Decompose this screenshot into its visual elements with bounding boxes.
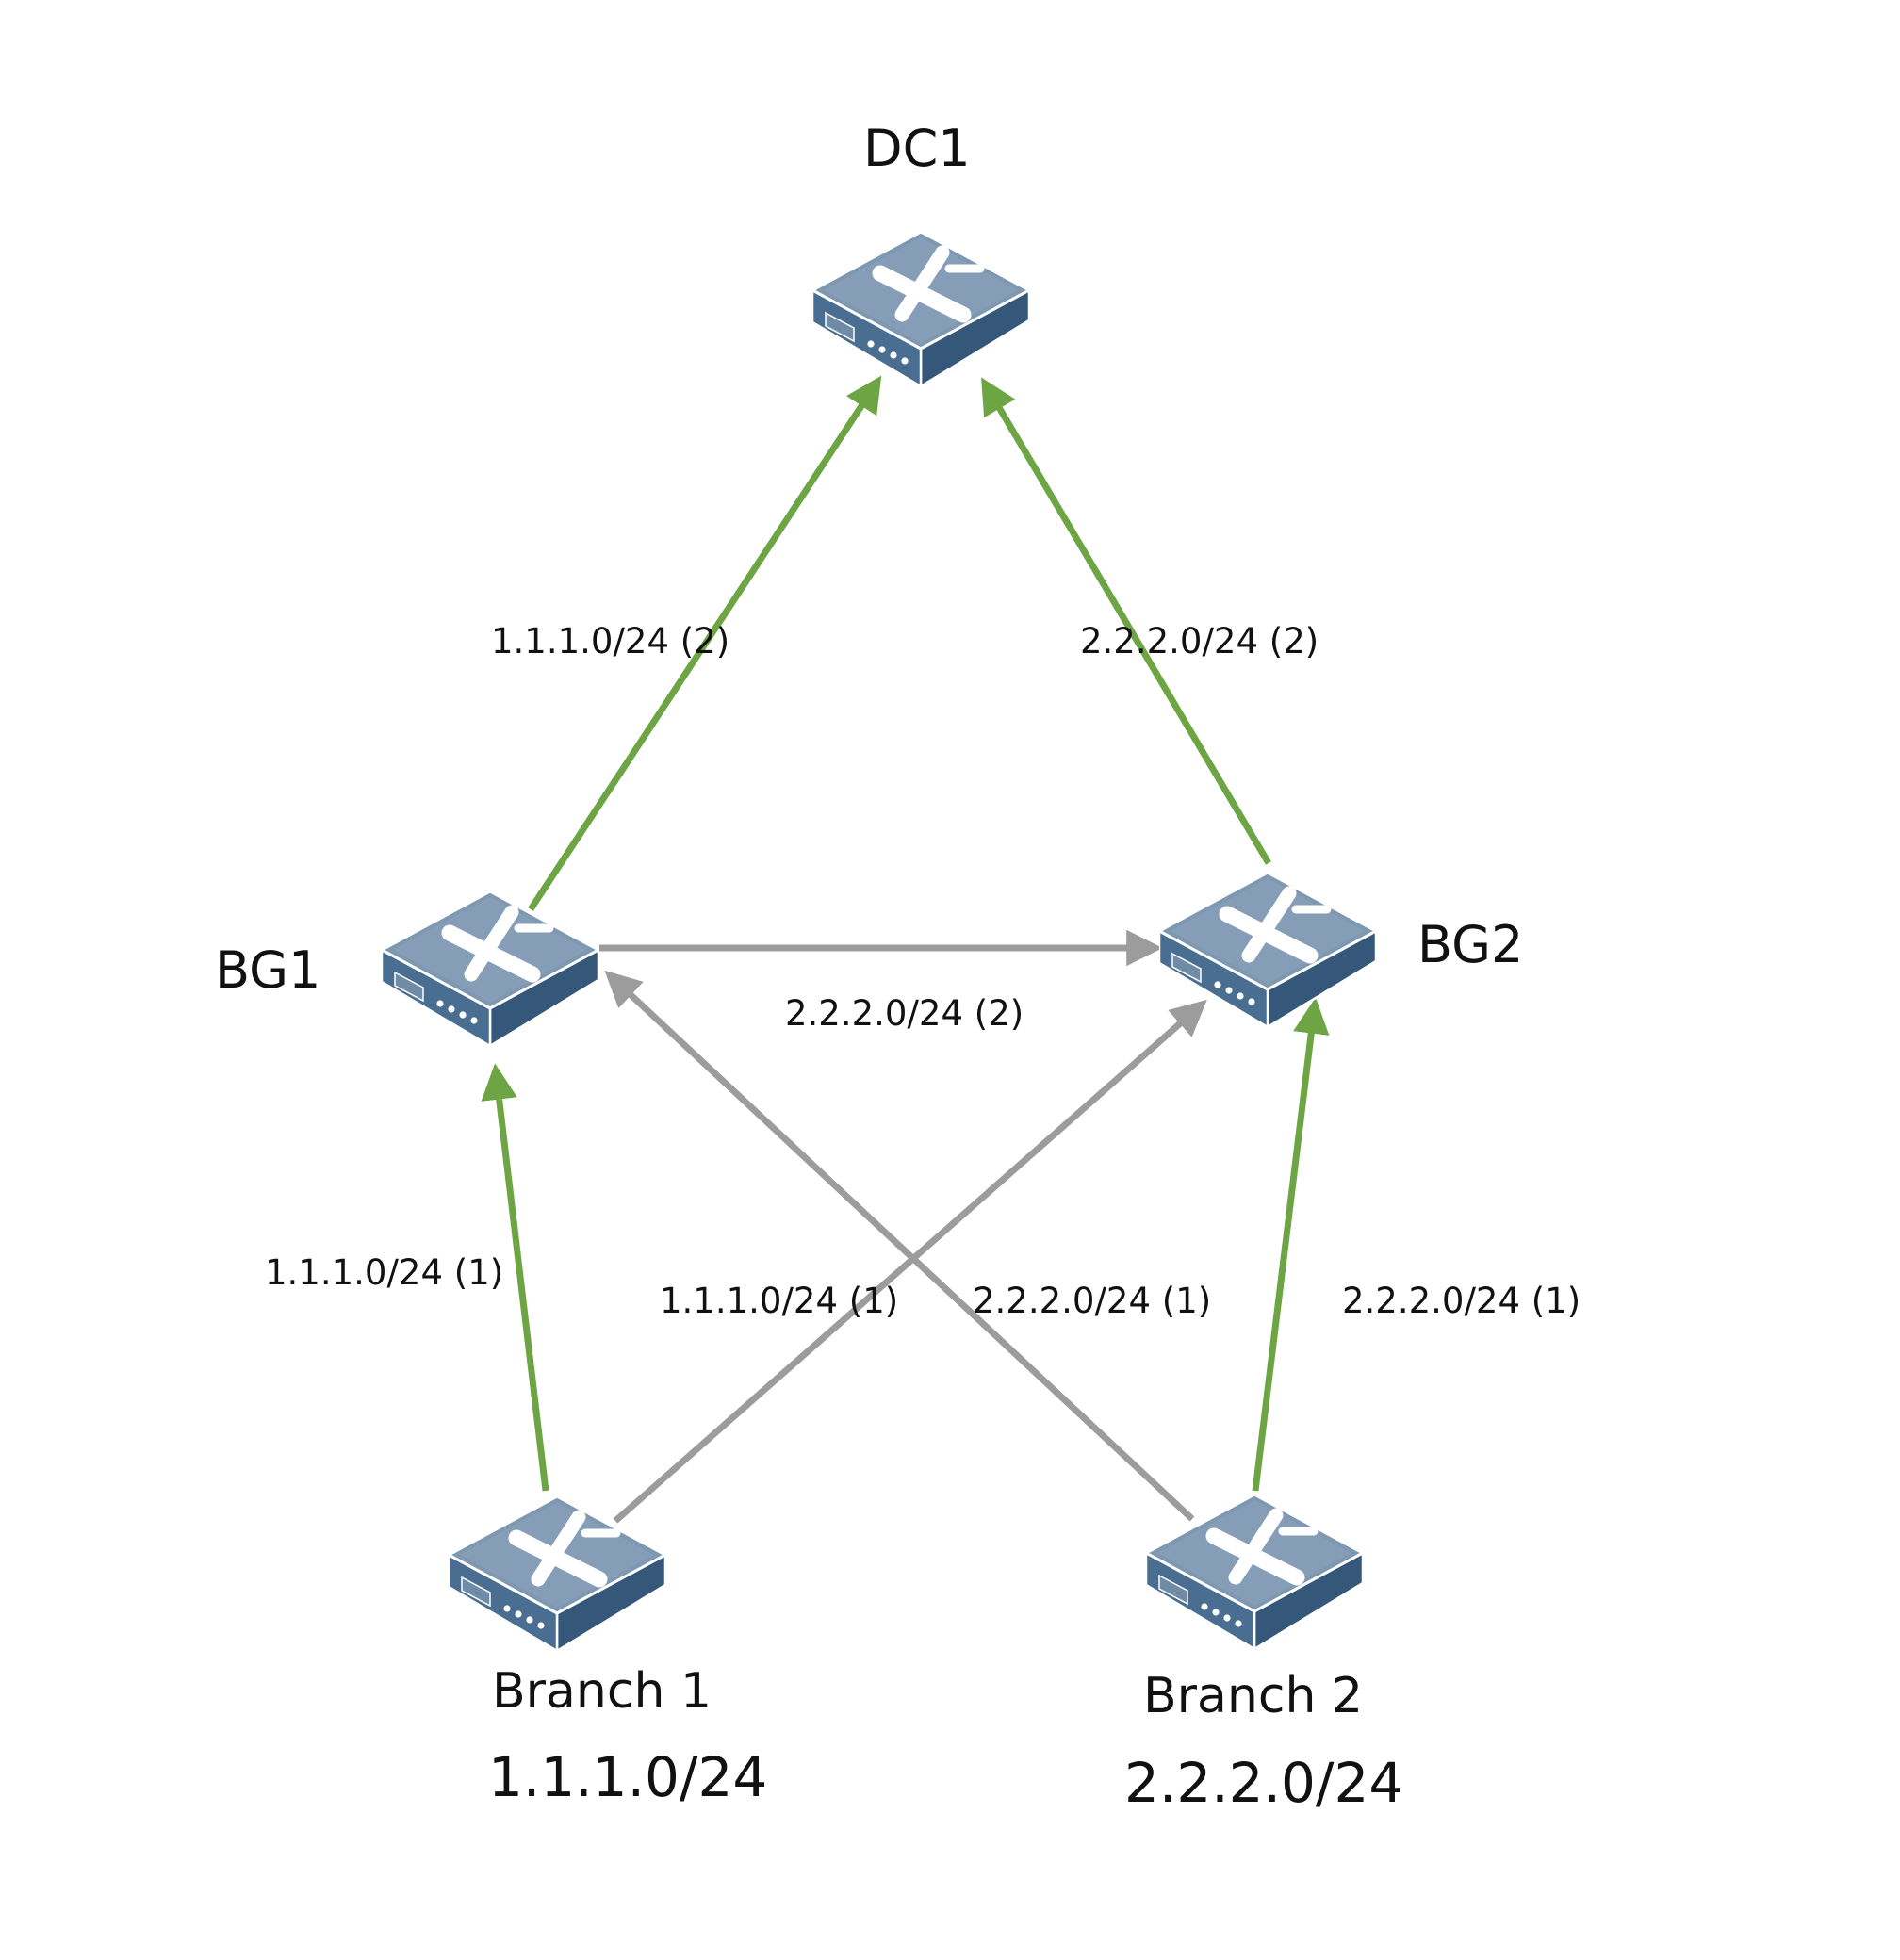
edge-branch2-to-bg2	[1252, 997, 1330, 1492]
edge-label-bg1-dc1: 1.1.1.0/24 (2)	[491, 621, 729, 662]
edge-bg2-to-dc1	[981, 377, 1272, 865]
node-label-branch1: Branch 1	[492, 1663, 712, 1720]
edge-label-branch2-bg1: 2.2.2.0/24 (1)	[973, 1281, 1211, 1321]
node-branch1[interactable]: Branch 1 1.1.1.0/24	[449, 1496, 767, 1809]
edge-label-branch1-bg1: 1.1.1.0/24 (1)	[265, 1252, 503, 1293]
node-label-branch2: Branch 2	[1143, 1668, 1363, 1724]
node-label-bg2: BG2	[1417, 915, 1523, 974]
node-bg1[interactable]: BG1	[215, 891, 598, 1046]
edge-branch1-to-bg1	[481, 1063, 549, 1492]
edge-label-branch2-bg2: 2.2.2.0/24 (1)	[1342, 1281, 1581, 1321]
router-icon	[382, 891, 598, 1046]
node-bg2[interactable]: BG2	[1159, 873, 1523, 1027]
edge-branch1-to-bg2	[613, 999, 1207, 1524]
edge-label-bg2-dc1: 2.2.2.0/24 (2)	[1080, 621, 1319, 662]
node-branch2[interactable]: Branch 2 2.2.2.0/24	[1124, 1494, 1403, 1815]
router-icon	[449, 1496, 665, 1651]
edge-branch2-to-bg1	[604, 970, 1195, 1522]
edges-layer	[481, 375, 1330, 1524]
node-subnet-branch1: 1.1.1.0/24	[488, 1745, 767, 1809]
router-icon	[1146, 1494, 1363, 1649]
edge-label-bg1-bg2: 2.2.2.0/24 (2)	[785, 993, 1024, 1034]
node-label-dc1: DC1	[863, 119, 971, 178]
node-subnet-branch2: 2.2.2.0/24	[1124, 1751, 1403, 1815]
edge-label-branch1-bg2: 1.1.1.0/24 (1)	[660, 1281, 898, 1321]
router-icon	[1159, 873, 1376, 1027]
edge-bg1-to-dc1	[528, 375, 882, 911]
router-icon	[812, 232, 1029, 386]
node-dc1[interactable]: DC1	[812, 119, 1029, 386]
node-label-bg1: BG1	[215, 940, 320, 1000]
edge-labels-layer: 1.1.1.0/24 (2) 2.2.2.0/24 (2) 2.2.2.0/24…	[265, 621, 1581, 1321]
